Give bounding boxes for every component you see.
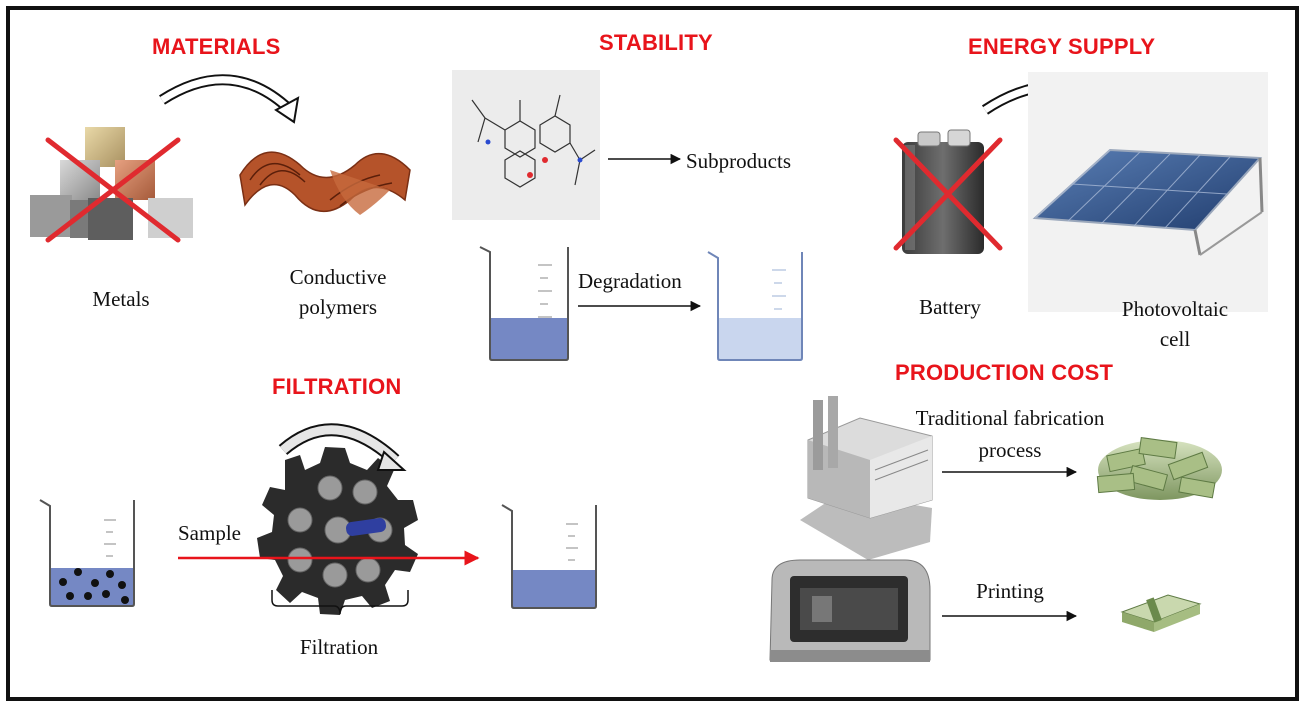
conductive-polymers-label-line1: Conductive [289,265,387,289]
heading-materials: MATERIALS [152,34,281,59]
filtration-wheel-icon [257,423,418,615]
filtration-brace-label: Filtration [299,635,379,659]
molecule-structure-icon [471,94,596,188]
printing-label: Printing [976,579,1044,603]
money-pile-image [1096,437,1222,500]
degradation-label: Degradation [578,269,682,293]
factory-image [800,396,933,560]
traditional-fabrication-label-line1: Traditional fabrication [915,406,1105,430]
heading-energy-supply: ENERGY SUPPLY [968,34,1156,59]
subproducts-label: Subproducts [686,149,791,173]
traditional-fabrication-label-line2: process [978,438,1042,462]
beaker-filtered-icon [501,504,597,609]
conductive-polymers-label-line2: polymers [298,295,378,319]
filtration-brace [271,590,409,615]
battery-label: Battery [919,295,981,319]
photovoltaic-cell-label-line1: Photovoltaic [1121,297,1229,321]
conductive-polymer-image [239,151,411,215]
figure-border [6,6,1299,701]
heading-production-cost: PRODUCTION COST [895,360,1114,385]
photovoltaic-cell-label-line2: cell [1159,327,1191,351]
sample-label: Sample [178,521,241,545]
beaker-degraded-icon [707,251,803,361]
metals-label: Metals [92,287,150,311]
heading-filtration: FILTRATION [272,374,402,399]
beaker-full-icon [479,246,569,361]
beaker-sample-icon [39,499,135,607]
cross-out-icon [45,137,181,243]
money-stack-image [1120,594,1202,632]
molecule-image-bg [452,70,600,220]
printer-image [769,559,931,662]
metal-cubes-image [30,127,193,240]
curved-arrow-icon [159,74,300,124]
solar-panel-image [1032,148,1264,256]
heading-stability: STABILITY [599,30,713,55]
battery-cross-out-icon [893,137,1003,251]
